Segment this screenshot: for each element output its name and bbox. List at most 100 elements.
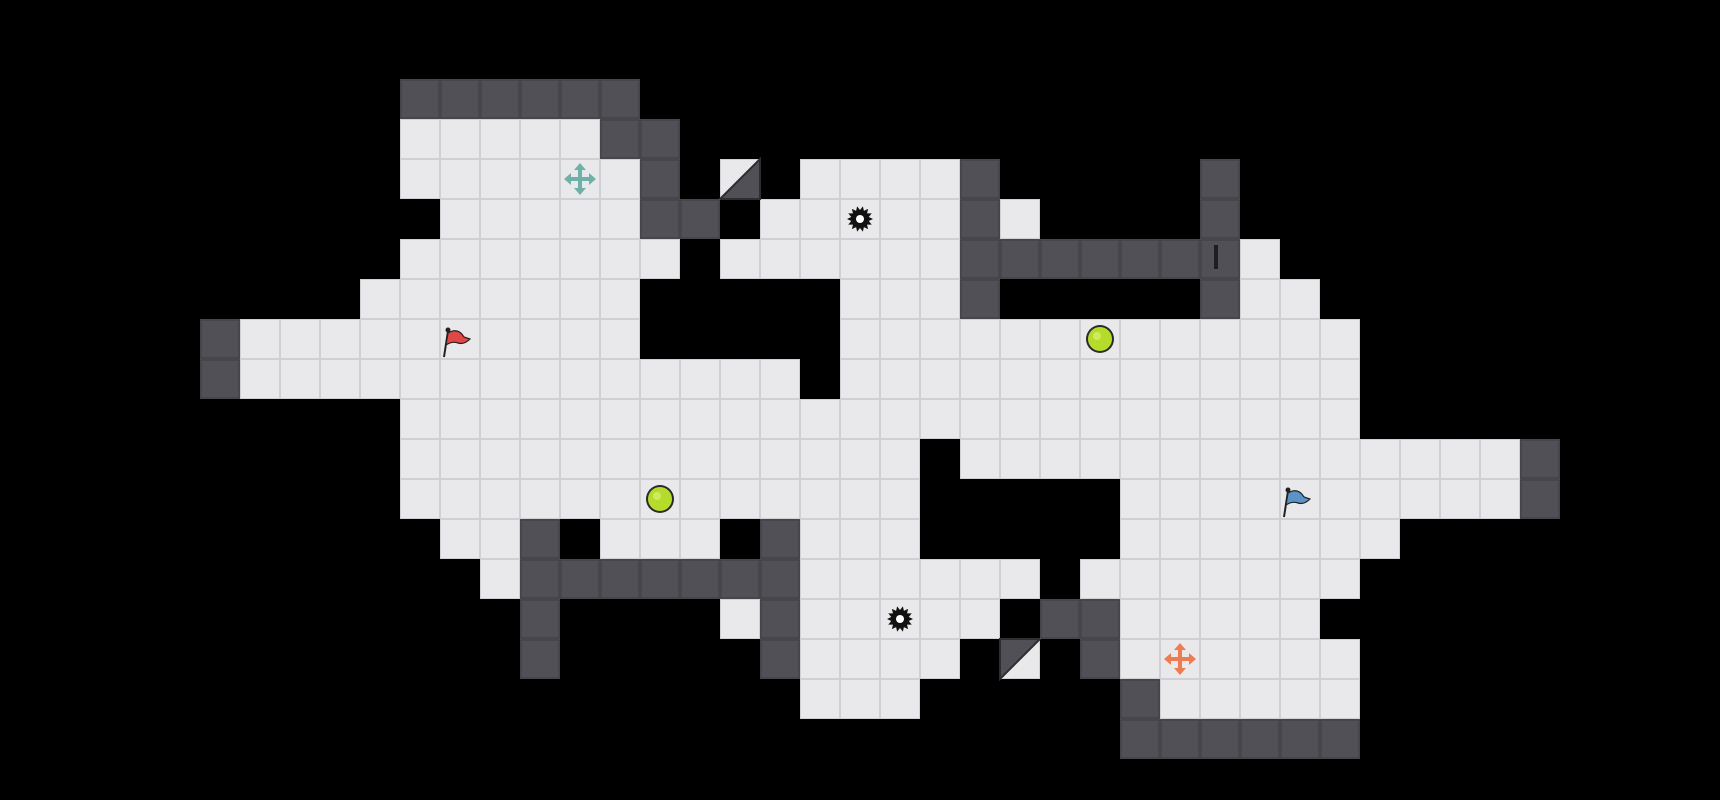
floor-tile bbox=[1200, 479, 1240, 519]
wall-block bbox=[520, 639, 560, 679]
wall-block-edge bbox=[1320, 719, 1360, 759]
wall-block-edge bbox=[720, 559, 760, 599]
wall-block bbox=[520, 599, 560, 639]
floor-tile bbox=[480, 239, 520, 279]
wall-block-edge bbox=[520, 599, 560, 639]
wall-block bbox=[1200, 279, 1240, 319]
floor-tile bbox=[600, 399, 640, 439]
floor-tile bbox=[840, 479, 880, 519]
floor-tile bbox=[1280, 319, 1320, 359]
wall-segment bbox=[520, 519, 800, 679]
wall-block bbox=[200, 319, 240, 359]
floor-tile bbox=[1320, 439, 1360, 479]
wall-block bbox=[520, 559, 560, 599]
floor-tile bbox=[800, 599, 840, 639]
floor-tile bbox=[800, 559, 840, 599]
floor-tile bbox=[1120, 599, 1160, 639]
floor-tile bbox=[1080, 399, 1120, 439]
wall-block bbox=[1280, 719, 1320, 759]
floor-tile bbox=[560, 399, 600, 439]
wall-block bbox=[960, 199, 1000, 239]
floor-tile bbox=[440, 439, 480, 479]
wall-block-edge bbox=[1200, 279, 1240, 319]
floor-tile bbox=[600, 519, 640, 559]
floor-tile bbox=[840, 399, 880, 439]
floor-tile bbox=[1200, 439, 1240, 479]
wall-block bbox=[1120, 679, 1160, 719]
floor-tile bbox=[960, 439, 1000, 479]
floor-tile bbox=[1400, 439, 1440, 479]
floor-tile bbox=[840, 439, 880, 479]
wall-block-edge bbox=[600, 79, 640, 119]
floor-tile bbox=[1160, 319, 1200, 359]
floor-tile bbox=[360, 279, 400, 319]
floor-tile bbox=[440, 279, 480, 319]
coin-icon bbox=[646, 485, 674, 513]
floor-tile bbox=[480, 319, 520, 359]
wall-block-edge bbox=[480, 79, 520, 119]
floor-tile bbox=[480, 399, 520, 439]
floor-tile bbox=[1240, 439, 1280, 479]
floor-tile bbox=[280, 319, 320, 359]
ramp-layer bbox=[717, 156, 1043, 682]
floor-tile bbox=[520, 479, 560, 519]
wall-block-edge bbox=[560, 79, 600, 119]
floor-tile bbox=[520, 239, 560, 279]
wall-block bbox=[1040, 239, 1080, 279]
floor-tile bbox=[1360, 479, 1400, 519]
wall-block-edge bbox=[960, 199, 1000, 239]
wall-block-edge bbox=[760, 559, 800, 599]
floor-tile bbox=[880, 279, 920, 319]
floor-tile bbox=[1280, 439, 1320, 479]
floor-tile bbox=[480, 559, 520, 599]
floor-tile bbox=[1160, 359, 1200, 399]
floor-tile bbox=[560, 479, 600, 519]
wall-block-edge bbox=[1040, 239, 1080, 279]
wall-block bbox=[640, 119, 680, 159]
floor-tile bbox=[640, 359, 680, 399]
floor-tile bbox=[440, 359, 480, 399]
floor-tile bbox=[840, 359, 880, 399]
floor-tile bbox=[520, 439, 560, 479]
floor-tile bbox=[280, 359, 320, 399]
floor-tile bbox=[840, 639, 880, 679]
floor-tile bbox=[320, 319, 360, 359]
floor-tile bbox=[1160, 399, 1200, 439]
wall-block bbox=[1200, 199, 1240, 239]
entity-layer bbox=[443, 163, 1312, 675]
floor-tile bbox=[960, 559, 1000, 599]
floor-tile bbox=[600, 279, 640, 319]
wall-block-edge bbox=[520, 79, 560, 119]
wall-block-edge bbox=[960, 159, 1000, 199]
floor-tile bbox=[800, 479, 840, 519]
floor-tile bbox=[920, 599, 960, 639]
floor-tile bbox=[1320, 479, 1360, 519]
floor-tile bbox=[880, 479, 920, 519]
wall-block-edge bbox=[1120, 719, 1160, 759]
floor-tile bbox=[840, 599, 880, 639]
floor-layer bbox=[240, 119, 1520, 719]
floor-tile bbox=[800, 639, 840, 679]
saw-hub bbox=[856, 215, 864, 223]
floor-tile bbox=[1160, 599, 1200, 639]
wall-block-edge bbox=[1200, 159, 1240, 199]
floor-tile bbox=[880, 159, 920, 199]
floor-tile bbox=[560, 319, 600, 359]
wall-block bbox=[960, 159, 1000, 199]
wall-block-edge bbox=[520, 519, 560, 559]
floor-tile bbox=[1000, 359, 1040, 399]
floor-tile bbox=[1200, 319, 1240, 359]
floor-tile bbox=[480, 159, 520, 199]
floor-tile bbox=[400, 439, 440, 479]
floor-tile bbox=[480, 119, 520, 159]
wall-block-edge bbox=[1160, 719, 1200, 759]
floor-tile bbox=[1160, 479, 1200, 519]
floor-tile bbox=[720, 599, 760, 639]
wall-block bbox=[1080, 639, 1120, 679]
floor-tile bbox=[920, 199, 960, 239]
floor-tile bbox=[1040, 399, 1080, 439]
wall-block-edge bbox=[760, 599, 800, 639]
floor-tile bbox=[1120, 519, 1160, 559]
wall-block bbox=[1200, 159, 1240, 199]
floor-tile bbox=[1120, 559, 1160, 599]
